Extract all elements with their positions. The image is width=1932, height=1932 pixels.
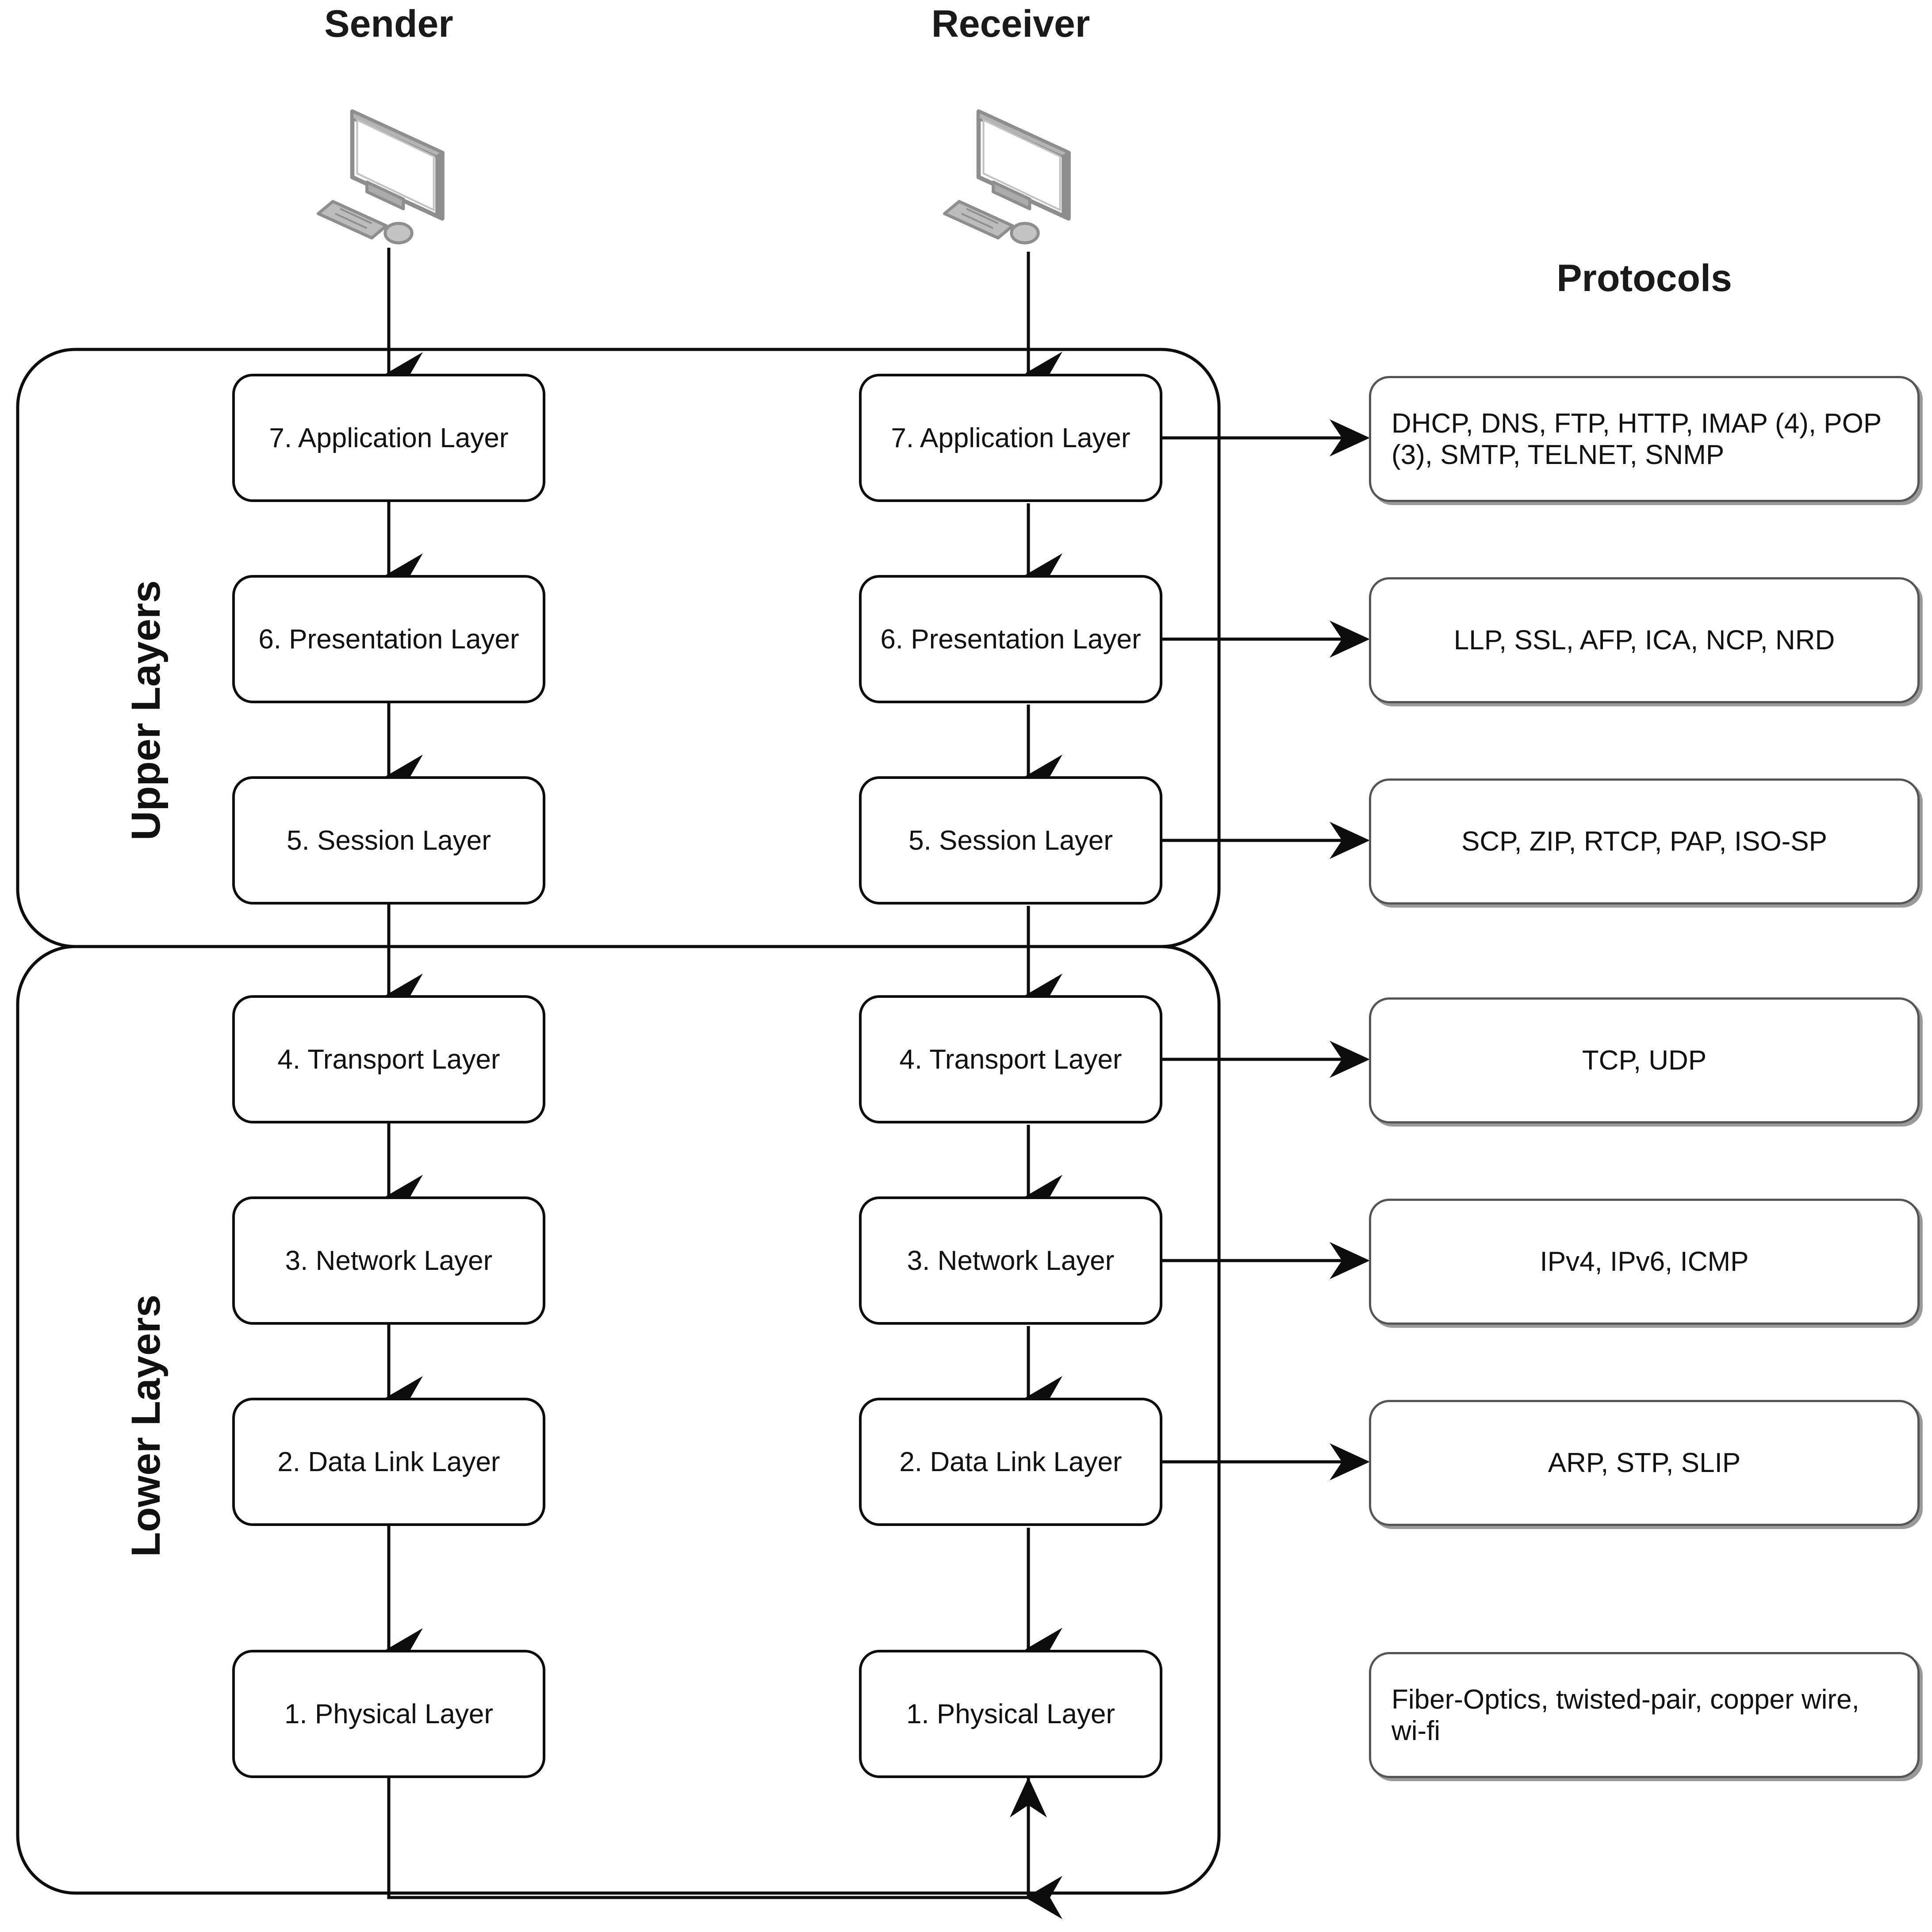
receiver-layer-3[interactable]: 3. Network Layer [859,1196,1162,1325]
sender-layer-7[interactable]: 7. Application Layer [232,374,545,502]
protocol-box-session[interactable]: SCP, ZIP, RTCP, PAP, ISO-SP [1369,778,1920,905]
protocol-box-application[interactable]: DHCP, DNS, FTP, HTTP, IMAP (4), POP (3),… [1369,376,1920,502]
protocols-heading: Protocols [1556,257,1732,299]
sender-layer-2[interactable]: 2. Data Link Layer [232,1398,545,1526]
sender-computer-icon [316,102,462,248]
protocol-box-datalink[interactable]: ARP, STP, SLIP [1369,1400,1920,1526]
receiver-layer-6[interactable]: 6. Presentation Layer [859,575,1162,703]
protocol-box-network[interactable]: IPv4, IPv6, ICMP [1369,1199,1920,1325]
receiver-layer-2[interactable]: 2. Data Link Layer [859,1398,1162,1526]
receiver-layer-1[interactable]: 1. Physical Layer [859,1650,1162,1778]
sender-layer-3[interactable]: 3. Network Layer [232,1196,545,1325]
receiver-layer-7[interactable]: 7. Application Layer [859,374,1162,502]
receiver-computer-icon [942,102,1088,248]
group-label-upper-layers: Upper Layers [123,580,169,840]
group-label-lower-layers: Lower Layers [123,1294,169,1557]
sender-layer-5[interactable]: 5. Session Layer [232,776,545,905]
receiver-heading: Receiver [931,3,1090,45]
receiver-layer-4[interactable]: 4. Transport Layer [859,995,1162,1123]
sender-layer-6[interactable]: 6. Presentation Layer [232,575,545,703]
sender-layer-1[interactable]: 1. Physical Layer [232,1650,545,1778]
protocol-box-physical[interactable]: Fiber-Optics, twisted-pair, copper wire,… [1369,1652,1920,1778]
physical-medium-path [387,1777,1047,1899]
sender-heading: Sender [324,3,453,45]
sender-layer-4[interactable]: 4. Transport Layer [232,995,545,1123]
receiver-layer-5[interactable]: 5. Session Layer [859,776,1162,905]
protocol-box-transport[interactable]: TCP, UDP [1369,997,1920,1123]
protocol-box-presentation[interactable]: LLP, SSL, AFP, ICA, NCP, NRD [1369,577,1920,703]
